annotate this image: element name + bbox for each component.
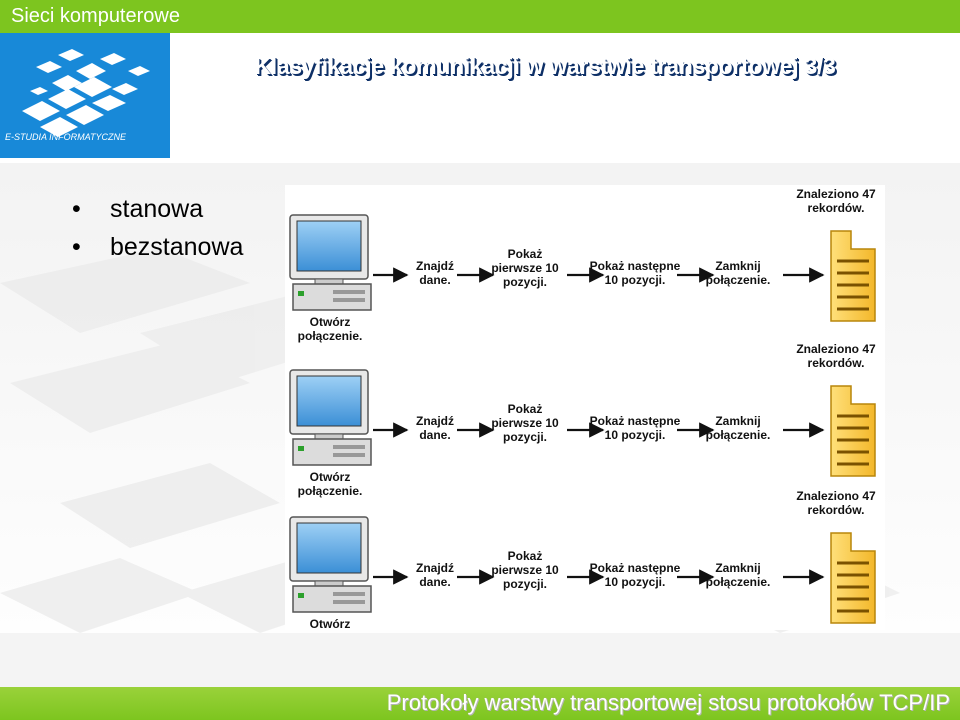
logo: E-STUDIA INFORMATYCZNE [0, 33, 170, 158]
computer-case [292, 585, 372, 613]
diagram-row: Otwórzpołączenie.Znajdźdane.Pokażpierwsz… [289, 489, 876, 645]
bullet-list: stanowa bezstanowa [72, 190, 243, 266]
drive-bay [333, 290, 365, 294]
bullet-item-stateless: bezstanowa [72, 228, 243, 266]
computer-label-line: Otwórz [310, 315, 351, 329]
slide-title: Klasyfikacje komunikacji w warstwie tran… [254, 53, 836, 79]
bullet-item-stateful: stanowa [72, 190, 243, 228]
footer-bar: Protokoły warstwy transportowej stosu pr… [0, 687, 960, 720]
drive-bay [333, 600, 365, 604]
step-label-line: połączenie. [706, 428, 771, 442]
step-label-line: Zamknij [715, 561, 760, 575]
step-label-line: pozycji. [503, 275, 547, 289]
step-label-line: pierwsze 10 [491, 563, 559, 577]
result-label-line: Znaleziono 47 [796, 187, 876, 201]
course-title: Sieci komputerowe [11, 5, 180, 27]
computer-label-line: Otwórz [310, 617, 351, 630]
step-label-line: 10 pozycji. [605, 273, 666, 287]
top-bar: Sieci komputerowe [0, 0, 960, 33]
drive-bay [333, 592, 365, 596]
drive-bay [333, 298, 365, 302]
result-label-line: Znaleziono 47 [796, 342, 876, 356]
step-label-line: Znajdź [416, 414, 454, 428]
step-label-line: 10 pozycji. [605, 428, 666, 442]
step-label-line: dane. [419, 428, 450, 442]
step-label-line: Zamknij [715, 414, 760, 428]
footer-text: Protokoły warstwy transportowej stosu pr… [386, 690, 950, 715]
logo-graphic: E-STUDIA INFORMATYCZNE [0, 33, 170, 158]
step-label-line: połączenie. [706, 575, 771, 589]
step-label-line: Pokaż [508, 247, 543, 261]
result-label-line: rekordów. [808, 201, 865, 215]
step-label-line: Pokaż następne [590, 259, 681, 273]
result-label-line: rekordów. [808, 503, 865, 517]
step-label-line: dane. [419, 273, 450, 287]
result-label-line: rekordów. [808, 356, 865, 370]
computer-case [292, 283, 372, 311]
step-label-line: Pokaż następne [590, 561, 681, 575]
step-label-line: połączenie. [706, 273, 771, 287]
computer-case [292, 438, 372, 466]
drive-bay [333, 445, 365, 449]
step-label-line: pozycji. [503, 577, 547, 591]
monitor-screen [296, 522, 362, 574]
power-led [298, 593, 304, 598]
step-label-line: pozycji. [503, 430, 547, 444]
step-label-line: Pokaż następne [590, 414, 681, 428]
step-label-line: Znajdź [416, 259, 454, 273]
monitor-screen [296, 375, 362, 427]
logo-caption: E-STUDIA INFORMATYCZNE [5, 132, 127, 142]
step-label-line: Zamknij [715, 259, 760, 273]
computer-label-line: połączenie. [298, 484, 363, 498]
step-label-line: Znajdź [416, 561, 454, 575]
step-label-line: pierwsze 10 [491, 416, 559, 430]
power-led [298, 291, 304, 296]
power-led [298, 446, 304, 451]
step-label-line: 10 pozycji. [605, 575, 666, 589]
step-label-line: Pokaż [508, 402, 543, 416]
computer-label-line: połączenie. [298, 329, 363, 343]
computer-label-line: Otwórz [310, 470, 351, 484]
monitor-screen [296, 220, 362, 272]
step-label-line: Pokaż [508, 549, 543, 563]
drive-bay [333, 453, 365, 457]
step-label-line: dane. [419, 575, 450, 589]
result-label-line: Znaleziono 47 [796, 489, 876, 503]
step-label-line: pierwsze 10 [491, 261, 559, 275]
